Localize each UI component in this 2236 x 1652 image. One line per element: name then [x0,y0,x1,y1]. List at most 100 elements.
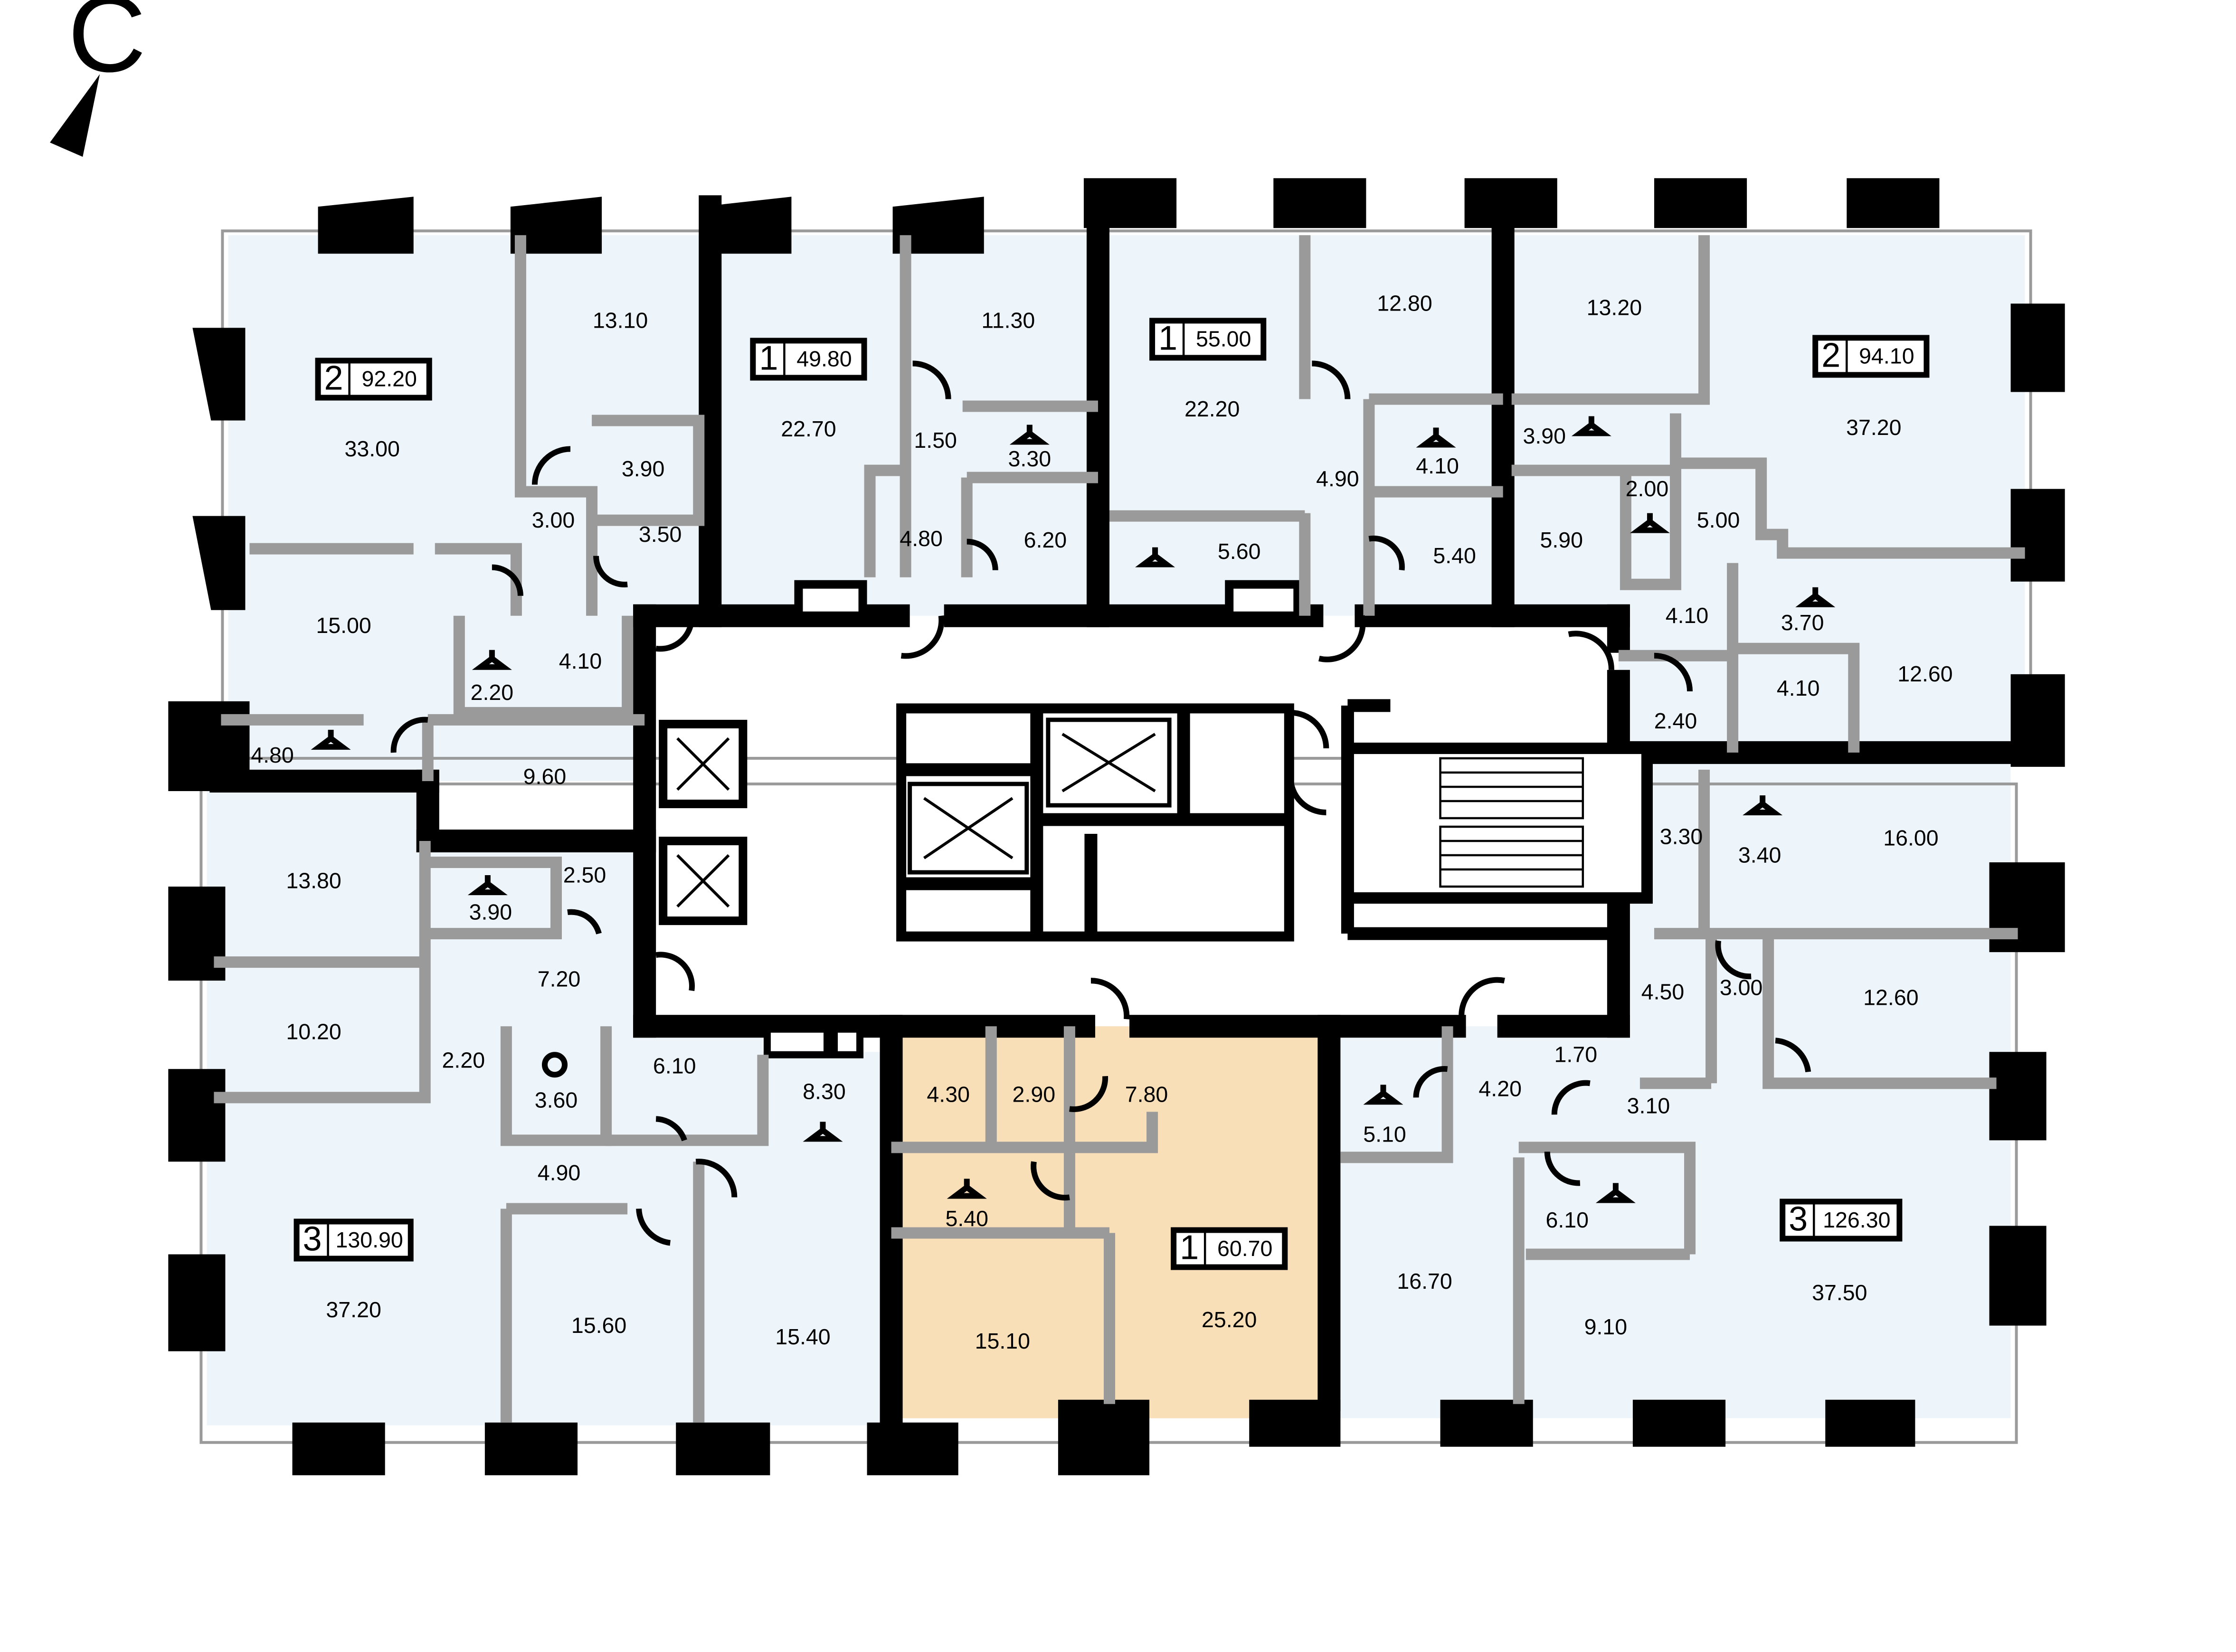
partition-walls [214,235,2025,1423]
apartment-rooms: 1 [759,339,778,377]
apartment-tag: 3 126.30 [1780,1199,1903,1242]
compass-arrow-icon [50,74,100,157]
apartment-rooms: 2 [324,359,343,397]
room-area: 9.60 [523,764,567,789]
hanger-icon [1009,425,1050,445]
room-area: 3.00 [532,508,575,532]
room-area: 3.90 [1523,424,1566,448]
room-area: 1.70 [1554,1042,1598,1067]
room-area: 10.20 [286,1020,341,1044]
room-area: 6.10 [1546,1208,1589,1232]
facade-columns [168,178,2065,1475]
apartment-tag: 3 130.90 [294,1218,414,1262]
apartment-fill-sw [207,791,891,1425]
room-area: 5.40 [945,1206,988,1231]
room-area: 4.10 [1416,453,1459,478]
apartment-rooms: 2 [1821,336,1840,374]
apartment-area: 130.90 [336,1227,403,1252]
room-area: 22.20 [1184,396,1240,421]
room-area: 37.20 [1846,415,1901,440]
apartment-tag: 2 94.10 [1812,335,1930,378]
stairwell [1342,742,1653,904]
hanger-icon [472,650,512,670]
room-area: 4.10 [1666,603,1709,628]
room-area: 9.10 [1584,1314,1628,1339]
apartment-tag-selected: 1 60.70 [1171,1227,1288,1270]
room-area: 11.30 [981,308,1035,333]
room-area: 1.50 [914,428,957,453]
hanger-icon [1571,416,1611,436]
room-area: 2.90 [1013,1082,1056,1107]
building-core [659,580,1653,1058]
room-area: 3.70 [1781,610,1824,635]
hanger-icon [947,1179,987,1199]
apartment-area: 126.30 [1823,1208,1890,1232]
room-area: 4.20 [1478,1076,1522,1101]
room-area: 2.40 [1654,708,1697,733]
room-area: 3.60 [535,1088,578,1113]
apartment-tags: 2 92.20 1 49.80 1 55.00 2 94.10 3 130.90 [294,318,1930,1270]
hanger-icon [803,1122,843,1142]
room-area: 4.30 [927,1082,970,1107]
apartment-area: 55.00 [1196,327,1251,351]
apartment-area: 60.70 [1217,1236,1272,1261]
room-area: 2.50 [563,862,606,887]
room-area: 3.90 [469,899,512,924]
apartment-fill-selected [891,1026,1329,1418]
room-area: 16.70 [1397,1269,1452,1293]
room-area: 2.20 [471,680,514,705]
apartment-rooms: 3 [1789,1200,1808,1238]
hanger-icon [1363,1085,1403,1105]
room-area: 5.60 [1218,539,1261,564]
room-area: 15.40 [775,1324,830,1349]
elevator-1 [659,719,748,808]
apartment-tag: 2 92.20 [315,358,432,401]
room-area: 25.20 [1202,1307,1257,1332]
washing-machine-icon [541,1052,568,1078]
room-area: 12.80 [1377,291,1432,316]
room-area: 2.00 [1626,476,1669,501]
wardrobe-icons [311,416,1836,1203]
room-area: 3.40 [1738,842,1781,867]
doors [390,360,1811,1246]
room-area: 6.20 [1024,528,1067,552]
room-area: 15.00 [316,613,371,638]
room-area: 5.00 [1697,508,1740,532]
compass-letter: С [68,0,146,94]
room-area: 33.00 [344,436,399,461]
room-area: 37.50 [1812,1280,1867,1305]
room-area: 6.10 [653,1054,696,1078]
room-area: 7.20 [538,966,581,991]
room-area: 15.10 [975,1329,1030,1353]
apartment-rooms: 1 [1180,1229,1199,1267]
elevator-4 [908,782,1029,875]
apartment-rooms: 1 [1158,319,1177,357]
room-area: 4.90 [538,1161,581,1185]
room-area: 12.60 [1863,985,1918,1010]
apartment-tag: 1 55.00 [1149,318,1267,361]
apartment-area: 94.10 [1859,344,1914,368]
apartment-area: 92.20 [361,367,417,391]
room-area: 5.40 [1433,543,1476,568]
room-area: 3.10 [1627,1094,1670,1118]
apartment-tag: 1 49.80 [750,338,867,381]
room-area: 22.70 [781,416,836,441]
hanger-icon [1595,1183,1636,1203]
apartment-area: 49.80 [796,347,852,371]
room-area: 12.60 [1897,661,1952,686]
stair-steps [1439,757,1584,888]
room-area: 4.80 [251,743,294,767]
room-area: 13.20 [1587,295,1642,320]
hanger-icon [1135,547,1175,567]
room-area: 4.10 [559,649,602,673]
room-area: 13.80 [286,868,341,893]
hanger-icon [311,729,351,750]
room-area: 3.00 [1720,975,1763,1000]
room-area: 3.90 [622,456,665,481]
room-area: 2.20 [442,1048,485,1073]
hanger-icon [1743,795,1783,815]
room-area: 3.30 [1008,446,1052,471]
north-compass: С [50,0,146,157]
hanger-icon [1630,513,1670,533]
